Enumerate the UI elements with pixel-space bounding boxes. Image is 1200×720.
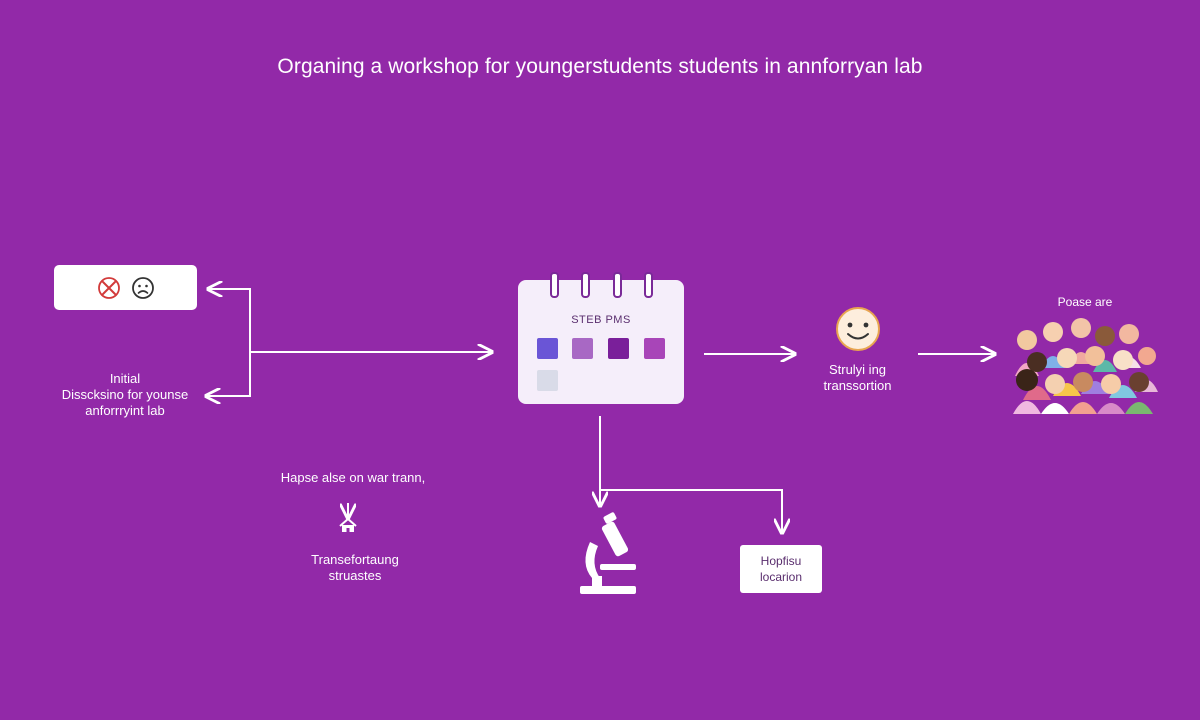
studying-caption-line1: Strulyi ing [828, 362, 887, 377]
smiling-face-icon [831, 306, 885, 357]
studying-caption: Strulyi ing transsortion [800, 362, 915, 394]
calendar-square [644, 338, 665, 359]
microscope-icon [578, 512, 642, 601]
calendar-ring [644, 272, 653, 298]
maybe-caption: Hapse alse on war trann, [280, 470, 426, 485]
location-box-line1: Hopfisu [760, 554, 802, 568]
calendar-label: STEB PMS [571, 314, 631, 326]
calendar-square [537, 338, 558, 359]
transform-caption: Transefortaung struastes [280, 552, 430, 584]
calendar-square [608, 338, 629, 359]
initial-caption-line2: Disscksino for younse [61, 387, 189, 402]
transform-caption-line2: struastes [328, 568, 382, 583]
calendar-square [537, 370, 558, 391]
calendar-icon: STEB PMS [518, 272, 684, 404]
page-title: Organing a workshop for youngerstudents … [277, 55, 923, 78]
house-icon [339, 517, 357, 538]
mood-box [54, 265, 197, 310]
transform-caption-line1: Transefortaung [311, 552, 399, 567]
calendar-square [572, 338, 593, 359]
initial-caption: Initial Disscksino for younse anforrryin… [40, 371, 210, 419]
studying-caption-line2: transsortion [823, 378, 892, 393]
initial-caption-line1: Initial [109, 371, 141, 386]
arrow-to-mood-box [208, 289, 251, 353]
calendar-ring [613, 272, 622, 298]
calendar-ring [581, 272, 590, 298]
people-label: Poase are [1057, 295, 1113, 309]
initial-caption-line3: anforrryint lab [85, 403, 165, 418]
location-box-line2: locarion [759, 570, 803, 584]
arrow-to-initial-caption [206, 353, 251, 396]
calendar-ring [550, 272, 559, 298]
sad-face-icon [131, 276, 154, 299]
location-box: Hopfisu locarion [740, 545, 822, 593]
cross-circle-icon [97, 276, 120, 299]
group-of-people-icon [1013, 316, 1158, 419]
